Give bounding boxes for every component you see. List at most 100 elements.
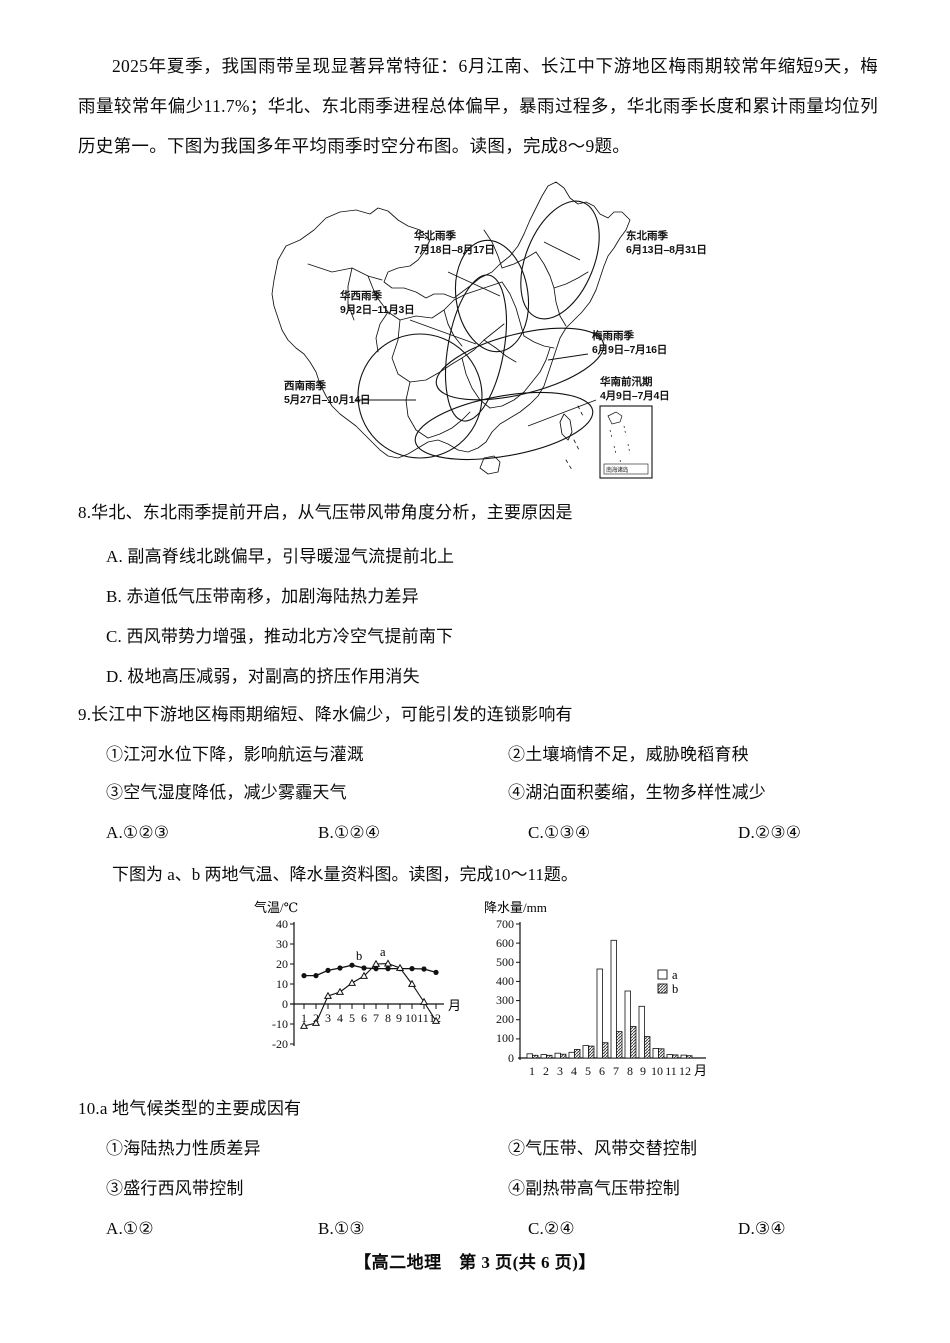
svg-text:7: 7 (373, 1011, 379, 1025)
prec-ytick-600: 600 (496, 936, 514, 950)
svg-text:9: 9 (396, 1011, 402, 1025)
climate-charts: 气温/℃ 40 30 20 10 0 (248, 898, 718, 1083)
temp-series-b-label: b (356, 949, 362, 963)
svg-text:5: 5 (585, 1064, 591, 1078)
prec-ytick-100: 100 (496, 1031, 514, 1045)
question-10-stem: 10.a 地气候类型的主要成因有 (78, 1099, 302, 1118)
svg-text:8: 8 (627, 1064, 633, 1078)
temp-ytick-minus10: -10 (272, 1017, 288, 1031)
question-10-choice-c[interactable]: C.②④ (528, 1219, 575, 1238)
svg-text:1: 1 (301, 1011, 307, 1025)
question-10-choice-a[interactable]: A.①② (106, 1219, 154, 1238)
intro-text: 2025年夏季，我国雨带呈现显著异常特征：6月江南、长江中下游地区梅雨期较常年缩… (78, 56, 878, 156)
legend-swatch-b (657, 983, 668, 994)
precipitation-bars (526, 939, 693, 1059)
ellipse-north-china (454, 239, 530, 353)
svg-text:11: 11 (665, 1064, 677, 1078)
question-10-item-2[interactable]: ②气压带、风带交替控制 (508, 1139, 698, 1158)
precipitation-legend: a b (657, 968, 678, 996)
map-label-meiyu: 梅雨雨季 6月9日–7月16日 (592, 330, 668, 356)
question-9-choice-b[interactable]: B.①②④ (318, 823, 381, 842)
question-9-item-1[interactable]: ①江河水位下降，影响航运与灌溉 (106, 745, 364, 764)
map-label-north-china: 华北雨季 7月18日–8月17日 (414, 230, 495, 256)
svg-text:7: 7 (613, 1064, 619, 1078)
svg-text:3: 3 (325, 1011, 331, 1025)
inset-label-south-china-sea: 南海诸岛 (606, 468, 629, 474)
map-svg (271, 181, 653, 479)
question-8-option-c[interactable]: C. 西风带势力增强，推动北方冷空气提前南下 (106, 627, 454, 646)
legend-label-b: b (672, 982, 678, 996)
precipitation-chart: 降水量/mm 700 600 500 400 300 200 1 (480, 898, 718, 1088)
temp-ytick-40: 40 (276, 917, 288, 931)
question-9-item-3[interactable]: ③空气湿度降低，减少雾霾天气 (106, 783, 347, 802)
svg-text:4: 4 (337, 1011, 343, 1025)
question-8-option-d[interactable]: D. 极地高压减弱，对副高的挤压作用消失 (106, 667, 420, 686)
question-8-stem: 8.华北、东北雨季提前开启，从气压带风带角度分析，主要原因是 (78, 503, 573, 522)
prec-ytick-300: 300 (496, 993, 514, 1007)
svg-text:11: 11 (417, 1011, 429, 1025)
temp-ytick-20: 20 (276, 957, 288, 971)
prec-ytick-500: 500 (496, 955, 514, 969)
svg-text:9: 9 (640, 1064, 646, 1078)
temp-ytick-10: 10 (276, 977, 288, 991)
question-9-stem: 9.长江中下游地区梅雨期缩短、降水偏少，可能引发的连锁影响有 (78, 705, 573, 724)
question-10-item-3[interactable]: ③盛行西风带控制 (106, 1179, 244, 1198)
temp-series-b-line (303, 963, 437, 1027)
question-10-item-1[interactable]: ①海陆热力性质差异 (106, 1139, 261, 1158)
china-rainy-season-map: 华北雨季 7月18日–8月17日 东北雨季 6月13日–8月31日 华西雨季 9… (248, 168, 707, 498)
svg-text:8: 8 (385, 1011, 391, 1025)
svg-text:2: 2 (543, 1064, 549, 1078)
page-footer: 【高二地理 第 3 页(共 6 页)】 (354, 1253, 596, 1272)
question-10-choice-d[interactable]: D.③④ (738, 1219, 786, 1238)
question-10-item-4[interactable]: ④副热带高气压带控制 (508, 1179, 680, 1198)
temp-ytick-30: 30 (276, 937, 288, 951)
legend-swatch-a (657, 969, 668, 980)
ellipse-northeast (520, 200, 600, 320)
question-9-item-2[interactable]: ②土壤墒情不足，威胁晚稻育秧 (508, 745, 749, 764)
prec-ytick-0: 0 (508, 1051, 514, 1065)
svg-text:4: 4 (571, 1064, 577, 1078)
temperature-chart: 气温/℃ 40 30 20 10 0 (248, 898, 478, 1088)
question-9-item-4[interactable]: ④湖泊面积萎缩，生物多样性减少 (508, 783, 766, 802)
svg-text:6: 6 (361, 1011, 367, 1025)
temp-x-axis-title: 月 (448, 998, 461, 1013)
ellipse-southwest (357, 333, 483, 459)
temp-series-b-markers (299, 959, 441, 1029)
prec-x-axis-title: 月 (694, 1063, 707, 1078)
map-label-southwest: 西南雨季 5月27日–10月14日 (284, 380, 371, 406)
prec-ytick-700: 700 (496, 917, 514, 931)
leadin-paragraph-2: 下图为 a、b 两地气温、降水量资料图。读图，完成10～11题。 (78, 860, 888, 885)
south-china-sea-inset (599, 405, 653, 479)
question-9-choice-d[interactable]: D.②③④ (738, 823, 802, 842)
svg-text:10: 10 (405, 1011, 417, 1025)
svg-text:5: 5 (349, 1011, 355, 1025)
svg-text:1: 1 (529, 1064, 535, 1078)
svg-text:3: 3 (557, 1064, 563, 1078)
svg-text:2: 2 (313, 1011, 319, 1025)
question-9-choice-a[interactable]: A.①②③ (106, 823, 170, 842)
prec-y-axis-title: 降水量/mm (484, 900, 547, 915)
ellipse-west-china (445, 274, 507, 422)
legend-label-a: a (672, 968, 678, 982)
temp-series-a-label: a (380, 945, 386, 959)
prec-ytick-400: 400 (496, 974, 514, 988)
svg-text:12: 12 (679, 1064, 691, 1078)
question-8-option-b[interactable]: B. 赤道低气压带南移，加剧海陆热力差异 (106, 587, 419, 606)
precipitation-chart-svg: 降水量/mm 700 600 500 400 300 200 1 (484, 900, 707, 1078)
intro-paragraph: 2025年夏季，我国雨带呈现显著异常特征：6月江南、长江中下游地区梅雨期较常年缩… (78, 46, 878, 166)
svg-text:6: 6 (599, 1064, 605, 1078)
question-10-choice-b[interactable]: B.①③ (318, 1219, 365, 1238)
temp-ytick-minus20: -20 (272, 1037, 288, 1051)
question-9-choice-c[interactable]: C.①③④ (528, 823, 591, 842)
temp-ytick-0: 0 (282, 997, 288, 1011)
prec-ytick-200: 200 (496, 1012, 514, 1026)
svg-text:10: 10 (651, 1064, 663, 1078)
leadin-text: 下图为 a、b 两地气温、降水量资料图。读图，完成10～11题。 (112, 865, 578, 884)
map-label-south-china: 华南前汛期 4月9日–7月4日 (600, 376, 670, 402)
temperature-chart-svg: 气温/℃ 40 30 20 10 0 (254, 900, 461, 1051)
question-8-option-a[interactable]: A. 副高脊线北跳偏早，引导暖湿气流提前北上 (106, 547, 455, 566)
ellipse-meiyu (435, 327, 605, 401)
ellipse-south-china (414, 392, 594, 460)
temp-y-axis-title: 气温/℃ (254, 900, 298, 915)
